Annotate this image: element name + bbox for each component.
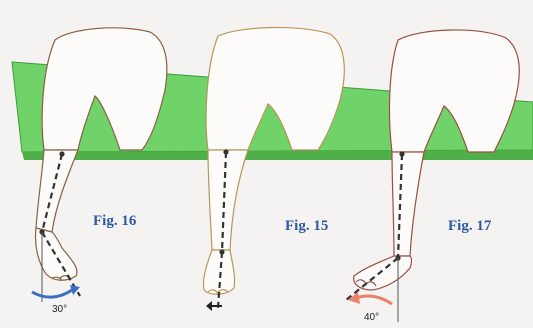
fig17-knee-dot	[399, 151, 404, 156]
fig15-label: Fig. 15	[285, 218, 328, 235]
fig16-label: Fig. 16	[93, 213, 136, 230]
fig17-angle-label: 40°	[364, 312, 379, 323]
fig17-label: Fig. 17	[448, 218, 491, 235]
fig15-knee-dot	[223, 149, 228, 154]
fig17-foot	[354, 256, 412, 290]
fig16-lower-leg	[36, 150, 78, 232]
fig15-lower-leg	[208, 150, 248, 250]
figure-15-drawing	[203, 27, 344, 294]
fig17-rotation-arrow	[356, 296, 392, 304]
fig17-lower-leg	[392, 152, 424, 256]
fig16-knee-dot	[59, 151, 64, 156]
fig16-angle-label: 30°	[52, 304, 67, 315]
fig16-rotation-arrow	[32, 290, 72, 297]
fig15-arrowhead	[206, 301, 212, 311]
